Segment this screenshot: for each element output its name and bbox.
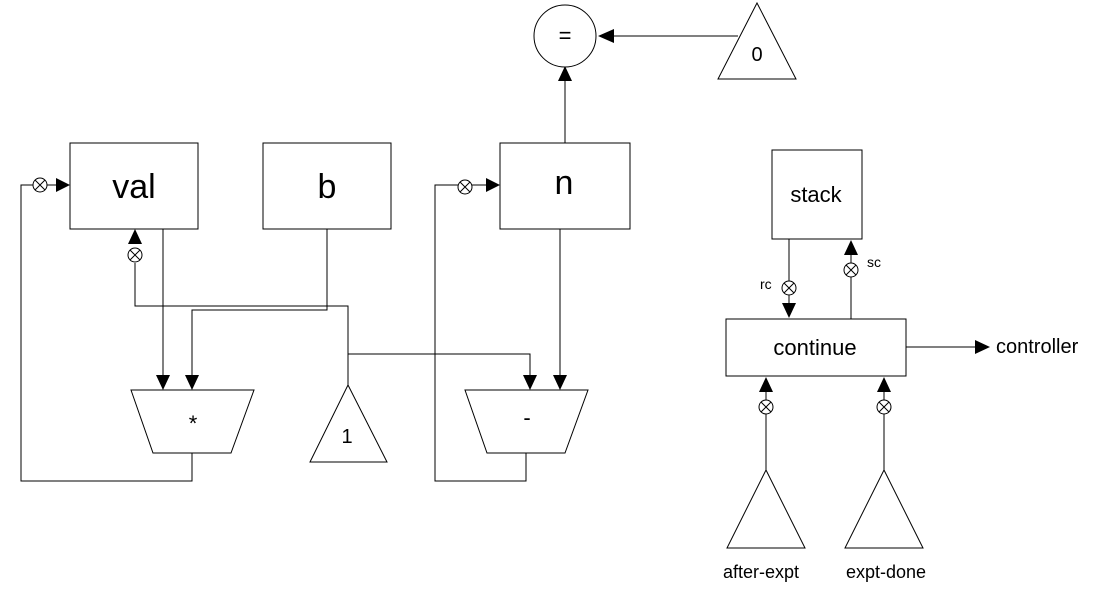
- register-stack-label: stack: [790, 182, 842, 207]
- constant-expt-done-label: expt-done: [846, 562, 926, 582]
- arrowhead-into-continue-from-stack: [782, 303, 796, 318]
- arrowhead-n-into-eq: [558, 66, 572, 81]
- register-n: [499, 142, 631, 230]
- arrowhead-n-into-sub: [553, 375, 567, 390]
- arrowhead-into-controller: [975, 340, 990, 354]
- button-label-sc: sc: [867, 254, 881, 270]
- button-assign-continue-expt-done[interactable]: [876, 399, 892, 415]
- register-stack: [771, 149, 863, 240]
- register-n-label: n: [555, 164, 574, 202]
- test-equals-label: =: [559, 23, 572, 48]
- button-save-continue[interactable]: [843, 262, 859, 278]
- constant-expt-done: [844, 468, 924, 549]
- register-continue: [725, 318, 907, 377]
- operation-subtract: [464, 389, 589, 454]
- button-assign-n-from-sub[interactable]: [457, 179, 473, 195]
- button-assign-val-from-mul[interactable]: [32, 177, 48, 193]
- operation-subtract-label: -: [523, 405, 530, 430]
- wire-one-to-val: [134, 263, 349, 385]
- register-val-label: val: [112, 168, 155, 206]
- constant-after-expt: [726, 468, 806, 549]
- constant-one-label: 1: [341, 426, 352, 448]
- wire-b-to-mul: [191, 229, 328, 378]
- arrowhead-into-n: [486, 178, 500, 192]
- arrowhead-zero-into-eq: [598, 29, 614, 43]
- arrowhead-into-stack: [844, 240, 858, 255]
- constant-one: [309, 383, 388, 463]
- arrowhead-val-into-mul: [156, 375, 170, 390]
- button-restore-continue[interactable]: [781, 280, 797, 296]
- controller-label: controller: [996, 336, 1079, 358]
- operation-multiply: [130, 389, 255, 454]
- arrowhead-one-into-sub: [523, 375, 537, 390]
- constant-zero: [717, 1, 797, 80]
- arrowhead-after-expt-into-continue: [759, 377, 773, 392]
- register-b-label: b: [318, 168, 337, 206]
- button-assign-continue-after-expt[interactable]: [758, 399, 774, 415]
- wire-sub-to-n: [434, 184, 527, 482]
- arrowhead-up-to-val: [128, 229, 142, 244]
- arrowhead-b-into-mul: [185, 375, 199, 390]
- test-equals: [533, 4, 597, 68]
- operation-multiply-label: *: [189, 411, 198, 436]
- arrowhead-expt-done-into-continue: [877, 377, 891, 392]
- button-assign-val-from-one[interactable]: [127, 247, 143, 263]
- register-val: [69, 142, 199, 230]
- register-b: [262, 142, 392, 230]
- constant-after-expt-label: after-expt: [723, 562, 799, 582]
- arrowhead-into-val: [56, 178, 70, 192]
- wire-one-to-sub: [348, 353, 531, 378]
- register-continue-label: continue: [773, 335, 856, 360]
- constant-zero-label: 0: [751, 44, 762, 66]
- button-label-rc: rc: [760, 276, 772, 292]
